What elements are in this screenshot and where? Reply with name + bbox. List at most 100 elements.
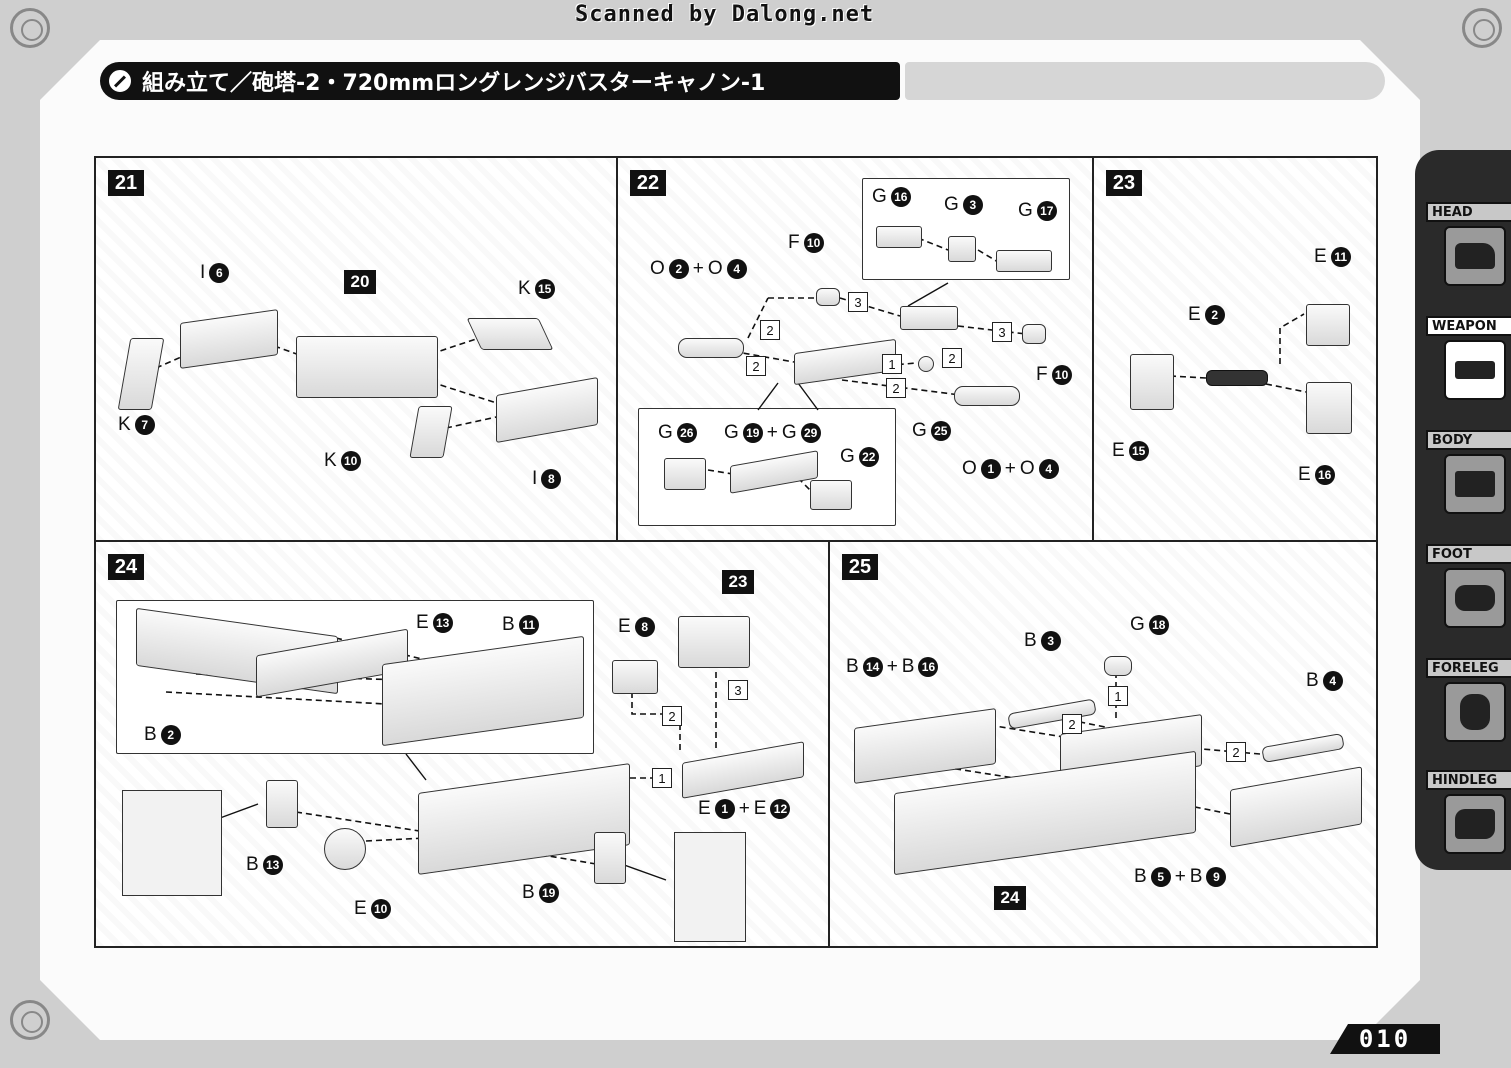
label-k15: K 15 [518, 278, 555, 300]
part-number-badge: 22 [858, 447, 879, 467]
nav-tab-hindleg[interactable]: HINDLEG [1426, 770, 1511, 854]
step-number: 25 [842, 554, 878, 580]
part-b13 [266, 780, 298, 828]
label-g16: G 16 [872, 186, 911, 208]
step-25-panel: 25 B 14 + B 16 B 3 G 18 B 4 B 5 + [828, 540, 1378, 948]
part-number-badge: 11 [518, 615, 539, 635]
part-number-badge: 2 [1204, 305, 1225, 325]
part-e2 [1206, 370, 1268, 386]
part-number-badge: 16 [918, 657, 939, 677]
label-e16: E 16 [1298, 464, 1335, 486]
part-number-badge: 5 [1150, 867, 1171, 887]
order-marker: 2 [760, 320, 780, 340]
order-marker: 2 [1226, 742, 1246, 762]
page-title: 組み立て／砲塔-2・720mmロングレンジバスターキャノン-1 [142, 71, 766, 96]
scan-credit: Scanned by Dalong.net [575, 2, 875, 27]
step-23-panel: 23 E 11 E 2 E 15 E 16 [1092, 156, 1378, 542]
label-sub-24: 24 [994, 886, 1026, 910]
detail-callout-left [122, 790, 222, 896]
part-number-badge: 25 [930, 421, 951, 441]
label-b13: B 13 [246, 854, 283, 876]
part-f10-small [816, 288, 840, 306]
nav-tab-head[interactable]: HEAD [1426, 202, 1511, 286]
label-i6: I 6 [200, 262, 230, 284]
label-e2: E 2 [1188, 304, 1225, 326]
order-marker: 2 [942, 348, 962, 368]
step-24-panel: 24 E 13 B 11 B 2 [94, 540, 830, 948]
part-e15 [1130, 354, 1174, 410]
label-b3: B 3 [1024, 630, 1061, 652]
assembly-icon [106, 67, 134, 95]
order-marker: 2 [886, 378, 906, 398]
order-marker: 1 [652, 768, 672, 788]
nav-tab-weapon[interactable]: WEAPON [1426, 316, 1511, 400]
step-number: 22 [630, 170, 666, 196]
sub-assembly-23 [678, 616, 750, 668]
sub-assembly-ref: 23 [722, 570, 754, 594]
part-number-badge: 13 [262, 855, 283, 875]
part-number-badge: 19 [742, 423, 763, 443]
label-e8: E 8 [618, 616, 655, 638]
part-number-badge: 6 [209, 263, 230, 283]
label-b19: B 19 [522, 882, 559, 904]
label-g25: G 25 [912, 420, 951, 442]
label-o2-o4: O 2 + O 4 [650, 258, 747, 280]
step-22-panel: 22 O 2 + O 4 [616, 156, 1094, 542]
part-e16 [1306, 382, 1352, 434]
label-g26: G 26 [658, 422, 697, 444]
order-marker: 3 [992, 322, 1012, 342]
part-number-badge: 13 [432, 613, 453, 633]
label-k7: K 7 [118, 414, 155, 436]
nav-label: HINDLEG [1426, 770, 1511, 790]
part-number-badge: 10 [1051, 365, 1072, 385]
nav-label: FOOT [1426, 544, 1511, 564]
label-f10-top: F 10 [788, 232, 824, 254]
label-sub-23: 23 [722, 570, 754, 594]
nav-label: BODY [1426, 430, 1511, 450]
part-number-badge: 10 [340, 451, 361, 471]
part-number-badge: 12 [770, 799, 791, 819]
label-b14-b16: B 14 + B 16 [846, 656, 939, 678]
part-number-badge: 19 [538, 883, 559, 903]
part-b19 [594, 832, 626, 884]
sub-assembly-ref: 24 [994, 886, 1026, 910]
label-b4: B 4 [1306, 670, 1343, 692]
order-marker: 3 [728, 680, 748, 700]
hindleg-icon [1444, 794, 1506, 854]
label-o1-o4: O 1 + O 4 [962, 458, 1059, 480]
head-icon [1444, 226, 1506, 286]
nav-tab-foot[interactable]: FOOT [1426, 544, 1511, 628]
label-g3: G 3 [944, 194, 983, 216]
part-number-badge: 15 [534, 279, 555, 299]
step-21-panel: 21 I 6 20 K 15 K 7 K 10 I 8 [94, 156, 618, 542]
part-number-badge: 4 [726, 259, 747, 279]
part-number-badge: 10 [370, 899, 391, 919]
nav-tab-foreleg[interactable]: FORELEG [1426, 658, 1511, 742]
label-e11: E 11 [1314, 246, 1351, 268]
part-g18 [1104, 656, 1132, 676]
part-number-badge: 2 [668, 259, 689, 279]
label-k10: K 10 [324, 450, 361, 472]
nav-tab-body[interactable]: BODY [1426, 430, 1511, 514]
label-e1-e12: E 1 + E 12 [698, 798, 791, 820]
part-number-badge: 2 [160, 725, 181, 745]
part-e11 [1306, 304, 1350, 346]
body-icon [1444, 454, 1506, 514]
part-number-badge: 8 [634, 617, 655, 637]
label-g22: G 22 [840, 446, 879, 468]
order-marker: 2 [662, 706, 682, 726]
part-g25 [918, 356, 934, 372]
part-number-badge: 15 [1128, 441, 1149, 461]
label-g19-g29: G 19 + G 29 [724, 422, 821, 444]
corner-gear-icon [1462, 8, 1502, 48]
label-b11: B 11 [502, 614, 539, 636]
page-number: 010 [1330, 1024, 1440, 1054]
label-f10-right: F 10 [1036, 364, 1072, 386]
part-g3-assembly [900, 306, 958, 330]
corner-gear-icon [10, 1000, 50, 1040]
part-number-badge: 9 [1206, 867, 1227, 887]
label-e13: E 13 [416, 612, 453, 634]
part-e10 [324, 828, 366, 870]
part-g17 [996, 250, 1052, 272]
part-number-badge: 1 [980, 459, 1001, 479]
